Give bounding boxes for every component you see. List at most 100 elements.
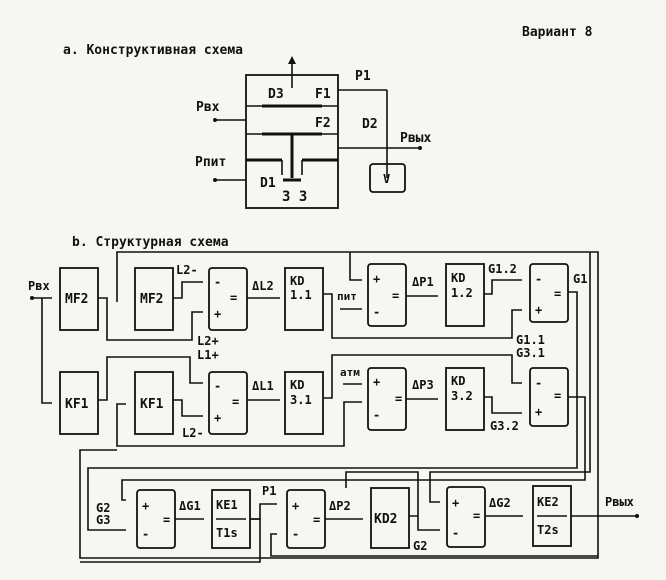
wire-l2minus (173, 281, 203, 299)
kd31-line1: KD (290, 378, 304, 392)
label-g2-bottom: G2 (413, 539, 427, 553)
wire-g32 (484, 396, 522, 414)
gauge-icon: V (383, 172, 390, 186)
comp-eq: = (554, 287, 561, 301)
kd11-line1: KD (290, 274, 304, 288)
wire-g2-up (345, 471, 419, 516)
comp-eq: = (232, 395, 239, 409)
comp-minus: - (373, 305, 380, 319)
label-g1: G1 (573, 272, 587, 286)
label-d2: D2 (362, 117, 378, 132)
output-terminal (635, 514, 639, 518)
input-branch (41, 298, 52, 404)
label-dp3: ΔP3 (412, 378, 434, 392)
section-b-title: b. Структурная схема (72, 235, 229, 250)
pout-terminal (418, 146, 422, 150)
kd12-line1: KD (451, 271, 465, 285)
label-pout: Pвых (400, 131, 431, 146)
block-kf1-b (134, 371, 174, 435)
block-kd2 (370, 487, 410, 549)
label-d3: D3 (268, 87, 284, 102)
kd11-line2: 1.1 (290, 288, 312, 302)
comp-eq: = (473, 509, 480, 523)
output-label: Pвых (605, 495, 634, 509)
comp-plus: + (214, 307, 221, 321)
label-dl2: ΔL2 (252, 279, 274, 293)
comp-plus: + (292, 499, 299, 513)
kd32-line1: KD (451, 374, 465, 388)
comp-plus: + (373, 375, 380, 389)
wire-l1plus (98, 356, 203, 401)
wire-feedback-p1 (349, 252, 362, 281)
comparator-l1 (208, 371, 248, 435)
ke2-numerator: KE2 (537, 495, 559, 509)
label-dp2: ΔP2 (329, 499, 351, 513)
comparator-p1 (367, 263, 407, 327)
wire-p1 (250, 503, 277, 520)
block-kd32 (445, 367, 485, 431)
ke1-denominator: T1s (216, 526, 238, 540)
comp-minus: - (452, 526, 459, 540)
block-kf1-a (59, 371, 99, 435)
kd31-line2: 3.1 (290, 393, 312, 407)
constructive-schematic: D1 3 3 D3 F1 F2 Pвх Pпит P1 D2 Pвых V (195, 56, 431, 209)
comp-plus: + (214, 411, 221, 425)
label-g11: G1.1 (516, 333, 545, 347)
label-l2plus: L2+ (197, 334, 219, 348)
wire-g3 (121, 396, 586, 501)
spring-icon: 3 3 (282, 189, 307, 205)
label-dl1: ΔL1 (252, 379, 274, 393)
block-mf2-a-label: MF2 (65, 292, 88, 307)
frame-top (116, 251, 599, 559)
label-d1: D1 (260, 176, 276, 191)
wire-g31 (323, 354, 522, 399)
label-pit: пит (337, 290, 357, 303)
comparator-g1 (529, 263, 569, 323)
wire-l2plus (98, 297, 203, 341)
label-g31: G3.1 (516, 346, 545, 360)
comp-eq: = (163, 513, 170, 527)
block-mf2-a (59, 267, 99, 331)
label-g2: G2 (96, 501, 110, 515)
block-kd31 (284, 371, 324, 435)
arrow-up-icon (288, 56, 296, 64)
label-l1plus: L1+ (197, 348, 219, 362)
section-a-title: a. Конструктивная схема (63, 43, 243, 58)
comp-plus: + (535, 405, 542, 419)
comp-minus: - (535, 376, 542, 390)
comp-eq: = (313, 513, 320, 527)
comp-plus: + (142, 499, 149, 513)
comp-eq: = (554, 389, 561, 403)
label-dg1: ΔG1 (179, 499, 201, 513)
wire-l2minus-b (173, 399, 203, 417)
label-f1: F1 (315, 87, 331, 102)
label-p1: P1 (355, 69, 371, 84)
comp-minus: - (292, 527, 299, 541)
frame-left (79, 449, 117, 559)
label-psupply: Pпит (195, 155, 226, 170)
kd12-line2: 1.2 (451, 286, 473, 300)
block-mf2-b (134, 267, 174, 331)
ke1-numerator: KE1 (216, 498, 238, 512)
block-kd2-label: KD2 (374, 512, 397, 527)
label-atm: атм (340, 366, 360, 379)
block-kd11 (284, 267, 324, 331)
wire-g2 (409, 515, 440, 531)
comp-plus: + (535, 303, 542, 317)
comparator-g2 (446, 486, 486, 548)
block-kf1-a-label: KF1 (65, 397, 89, 412)
gauge (369, 163, 406, 193)
comp-plus: + (452, 496, 459, 510)
wire-g11 (323, 293, 522, 339)
wire-atm-feedback (116, 401, 362, 447)
comp-minus: - (535, 272, 542, 286)
comp-eq: = (392, 289, 399, 303)
label-l2minus-bot: L2- (182, 426, 204, 440)
comp-plus: + (373, 272, 380, 286)
label-dg2: ΔG2 (489, 496, 511, 510)
block-kf1-b-label: KF1 (140, 397, 164, 412)
block-kd12 (445, 263, 485, 327)
label-g3: G3 (96, 513, 110, 527)
wire-p1-feedback (80, 518, 261, 563)
